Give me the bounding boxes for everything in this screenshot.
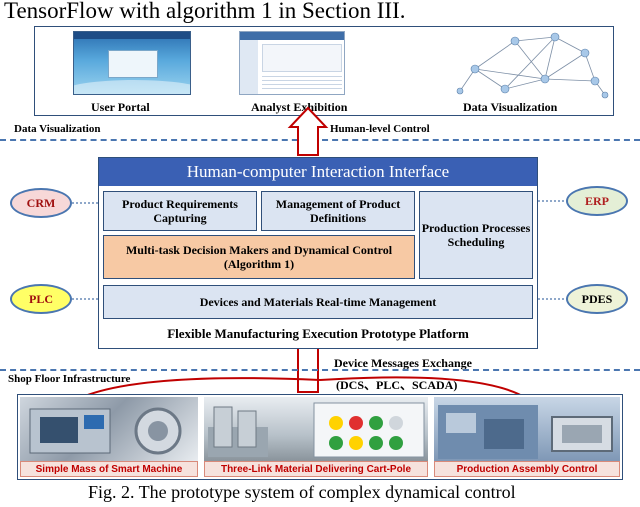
data-visualization-section-label: Data Visualization bbox=[14, 123, 101, 135]
cart-pole-label: Three-Link Material Delivering Cart-Pole bbox=[204, 461, 428, 477]
devices-box: Devices and Materials Real-time Manageme… bbox=[103, 285, 533, 319]
smart-machine-label: Simple Mass of Smart Machine bbox=[20, 461, 198, 477]
upper-hollow-arrow bbox=[287, 106, 329, 156]
curve-to-left-panel bbox=[79, 377, 321, 399]
upper-divider bbox=[0, 139, 640, 141]
curve-to-right-panel bbox=[319, 376, 527, 399]
platform-label: Flexible Manufacturing Execution Prototy… bbox=[167, 326, 469, 341]
user-portal-label: User Portal bbox=[91, 100, 150, 114]
assembly-label: Production Assembly Control bbox=[434, 461, 620, 477]
data-visualization-label: Data Visualization bbox=[463, 100, 558, 114]
top-visualization-panel: User Portal Analyst Exhibition Data Visu… bbox=[34, 26, 614, 116]
network-graph-image bbox=[456, 32, 609, 99]
top-caption: TensorFlow with algorithm 1 in Section I… bbox=[4, 0, 406, 23]
smart-machine-photo bbox=[20, 397, 198, 461]
human-level-control-label: Human-level Control bbox=[330, 123, 430, 135]
lower-divider bbox=[0, 369, 640, 371]
figure-caption: Fig. 2. The prototype system of complex … bbox=[88, 482, 516, 502]
production-scheduling-box: Production Processes Scheduling bbox=[419, 191, 533, 279]
hci-title: Human-computer Interaction Interface bbox=[99, 158, 537, 186]
management-box: Management of Product Definitions bbox=[261, 191, 415, 231]
user-portal-image bbox=[73, 31, 191, 95]
shop-floor-panel: Simple Mass of Smart Machine Three-Link … bbox=[17, 394, 623, 480]
analyst-exhibition-image bbox=[239, 31, 345, 95]
erp-oval: ERP bbox=[566, 186, 628, 216]
hci-block: Human-computer Interaction Interface Pro… bbox=[98, 157, 538, 349]
cart-pole-photo bbox=[204, 397, 428, 461]
shop-floor-label: Shop Floor Infrastructure bbox=[8, 373, 131, 385]
product-requirements-box: Product Requirements Capturing bbox=[103, 191, 257, 231]
crm-oval: CRM bbox=[10, 188, 72, 218]
assembly-photo bbox=[434, 397, 620, 461]
device-messages-label: Device Messages Exchange bbox=[334, 356, 472, 370]
plc-oval: PLC bbox=[10, 284, 72, 314]
pdes-oval: PDES bbox=[566, 284, 628, 314]
multitask-box: Multi-task Decision Makers and Dynamical… bbox=[103, 235, 415, 279]
protocols-label: (DCS、PLC、SCADA) bbox=[336, 378, 458, 392]
analyst-exhibition-label: Analyst Exhibition bbox=[251, 100, 348, 114]
